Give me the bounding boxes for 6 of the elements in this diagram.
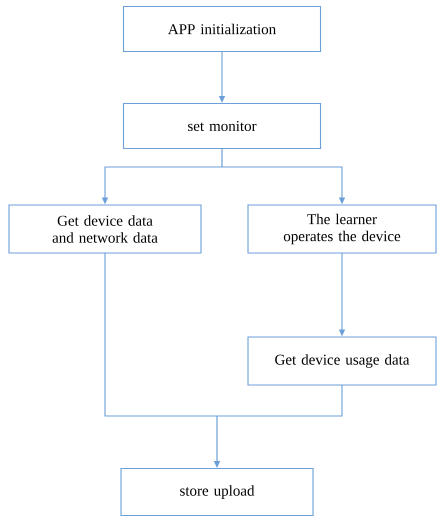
process-box: Get device usage data [247, 336, 437, 386]
process-box: APP initialization [122, 6, 322, 52]
process-box: Get device data and network data [8, 204, 202, 254]
process-box: The learner operates the device [247, 204, 437, 254]
process-box: set monitor [122, 102, 322, 150]
process-box: store upload [120, 468, 314, 516]
